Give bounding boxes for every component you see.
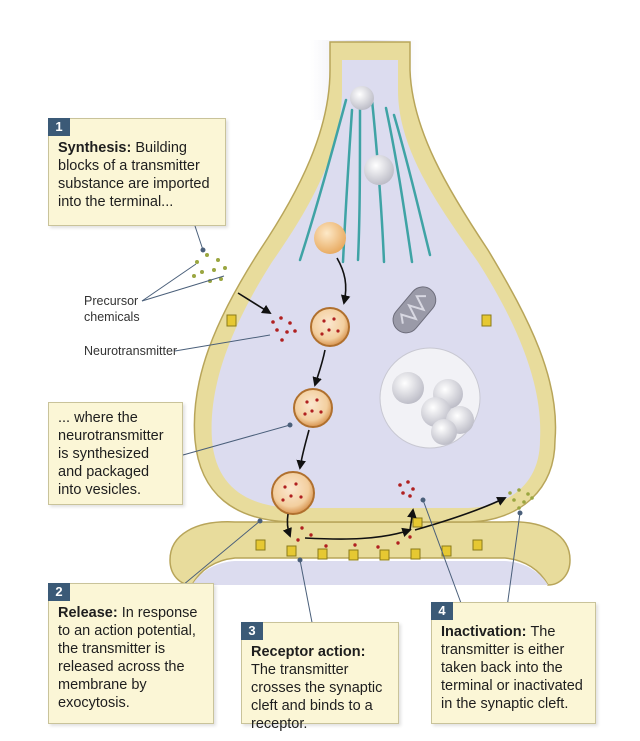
neurotransmitter-label-text: Neurotransmitter [84, 344, 178, 358]
step-2-text: In response to an action potential, the … [58, 605, 198, 711]
orange-organelle [314, 222, 346, 254]
membrane-transporters [226, 314, 492, 327]
reuptake-dots [398, 480, 415, 498]
precursor-chemical-dots [192, 253, 227, 283]
step-3-callout: 3 Receptor action: The transmitter cross… [241, 622, 399, 732]
step-3-number: 3 [241, 622, 263, 640]
step-4-callout: 4 Inactivation: The transmitter is eithe… [431, 602, 596, 724]
mitochondrion [392, 286, 437, 334]
presynaptic-cytoplasm [211, 60, 541, 508]
synthesis-continued-text: ... where the neurotransmitter is synthe… [58, 410, 164, 498]
microtubules [298, 98, 432, 264]
inactivated-fragments [508, 488, 534, 510]
storage-granule [379, 347, 481, 449]
precursor-label-line1: Precursor [84, 294, 139, 308]
step-1-text: Building blocks of a transmitter substan… [58, 140, 210, 210]
step-1-number: 1 [48, 118, 70, 136]
step-1-callout: 1 Synthesis: Building blocks of a transm… [48, 118, 226, 226]
receptors [255, 517, 483, 561]
neurotransmitter-label: Neurotransmitter [84, 343, 177, 359]
step-2-callout: 2 Release: In response to an action pote… [48, 583, 214, 724]
neurotransmitter-dots [271, 316, 297, 342]
step-2-number: 2 [48, 583, 70, 601]
synthesis-continued-callout: ... where the neurotransmitter is synthe… [48, 402, 183, 505]
vesicle-transmitter-dots [281, 317, 340, 502]
grey-organelle [364, 155, 394, 185]
step-4-number: 4 [431, 602, 453, 620]
precursor-label-line2: chemicals [84, 310, 140, 324]
postsynaptic-cytoplasm [192, 561, 548, 585]
step-3-title: Receptor action: [251, 644, 366, 660]
step-1-title: Synthesis: [58, 140, 136, 156]
step-2-title: Release: [58, 605, 122, 621]
step-3-text: The transmitter crosses the synaptic cle… [251, 662, 383, 732]
step-4-title: Inactivation: [441, 624, 531, 640]
process-arrows [237, 257, 507, 540]
step-4-text: The transmitter is either taken back int… [441, 624, 583, 712]
vesicles [271, 307, 350, 515]
grey-organelle-top [350, 86, 374, 110]
precursor-label: Precursor chemicals [84, 293, 140, 325]
